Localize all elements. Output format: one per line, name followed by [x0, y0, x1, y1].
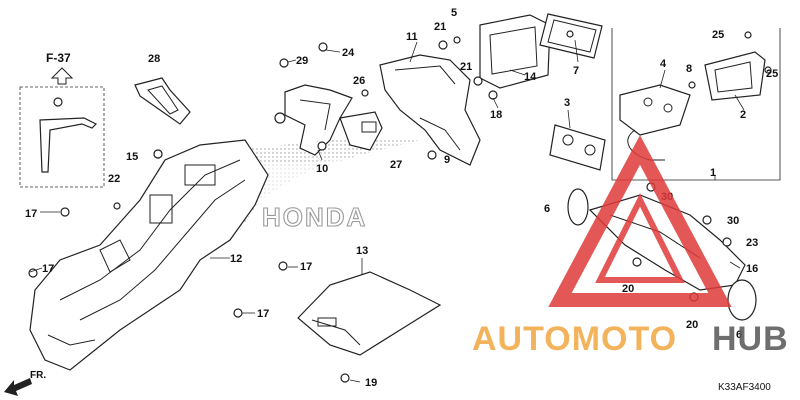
bracket-10[interactable] — [274, 84, 353, 156]
callout-20b: 20 — [686, 319, 698, 331]
callout-labels: 1 2 3 4 5 6 6 7 8 9 10 11 12 13 14 15 16… — [25, 7, 778, 389]
callout-17a: 17 — [25, 208, 37, 220]
watermark-hub: HUB — [712, 320, 789, 358]
front-direction-indicator: FR. — [4, 370, 46, 396]
watermark-automoto: AUTOMOTO — [472, 320, 677, 358]
reference-box-f37[interactable]: F-37 — [19, 51, 105, 188]
callout-28: 28 — [148, 53, 160, 65]
callout-19: 19 — [365, 377, 377, 389]
callout-21b: 21 — [460, 61, 472, 73]
turn-signal-right-6[interactable] — [727, 279, 757, 321]
up-arrow-icon — [50, 67, 74, 85]
callout-3: 3 — [564, 97, 570, 109]
callout-25b: 25 — [766, 68, 778, 80]
leader-lines — [29, 39, 745, 383]
callout-23: 23 — [746, 237, 758, 249]
callout-17d: 17 — [300, 261, 312, 273]
front-arrow-icon — [4, 378, 32, 396]
callout-2: 2 — [740, 109, 746, 121]
bracket-part — [39, 117, 98, 173]
callout-13: 13 — [356, 245, 368, 257]
license-holder-11[interactable] — [379, 54, 481, 166]
callout-6a: 6 — [544, 203, 550, 215]
callout-20a: 20 — [622, 283, 634, 295]
socket-harness-4[interactable] — [619, 84, 691, 161]
rubber-strap-28[interactable] — [134, 77, 191, 125]
warning-triangle-icon — [548, 135, 732, 307]
license-light-14[interactable] — [479, 14, 551, 89]
automotohub-watermark: AUTOMOTO HUB — [472, 135, 789, 358]
rear-fender-12[interactable] — [29, 139, 269, 371]
gasket-3[interactable] — [549, 124, 606, 171]
callout-18: 18 — [490, 109, 502, 121]
undertray-13[interactable] — [297, 271, 442, 356]
callout-11: 11 — [406, 31, 418, 43]
callout-8: 8 — [686, 63, 692, 75]
bracket-9[interactable] — [339, 111, 383, 151]
callout-17b: 17 — [42, 263, 54, 275]
callout-30b: 30 — [727, 215, 739, 227]
callout-4: 4 — [660, 58, 667, 70]
callout-25a: 25 — [712, 29, 724, 41]
callout-5: 5 — [451, 7, 457, 19]
callout-24: 24 — [342, 47, 355, 59]
callout-7: 7 — [573, 65, 579, 77]
callout-1: 1 — [710, 167, 716, 179]
callout-16: 16 — [746, 263, 758, 275]
front-label: FR. — [30, 370, 46, 381]
turn-signal-left-6[interactable] — [567, 188, 589, 226]
callout-27: 27 — [390, 159, 402, 171]
reference-label: F-37 — [46, 51, 71, 65]
callout-6b: 6 — [736, 329, 742, 341]
callout-9: 9 — [444, 154, 450, 166]
assembly-bracket-line — [611, 28, 781, 181]
callout-12: 12 — [230, 253, 242, 265]
callout-10: 10 — [316, 163, 328, 175]
callout-14: 14 — [524, 71, 537, 83]
diagram-code: K33AF3400 — [718, 382, 771, 393]
lamp-housing-2[interactable] — [704, 51, 766, 101]
honda-wing-watermark: HONDA — [230, 140, 420, 233]
callout-29: 29 — [296, 55, 308, 67]
callout-21a: 21 — [434, 21, 446, 33]
callout-15: 15 — [126, 151, 138, 163]
honda-watermark-text: HONDA — [262, 202, 367, 232]
callout-17c: 17 — [257, 308, 269, 320]
callout-26: 26 — [353, 75, 365, 87]
callout-22: 22 — [108, 173, 120, 185]
